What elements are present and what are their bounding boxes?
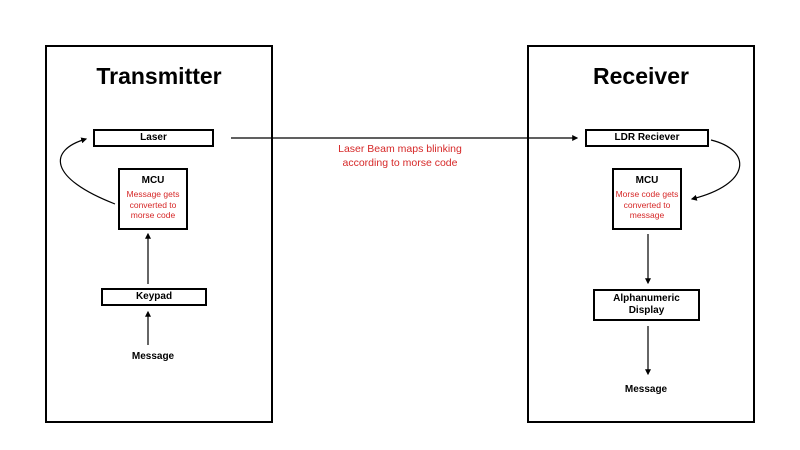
receiver-message-label: Message	[624, 384, 668, 395]
receiver-mcu-note: Morse code gets converted to message	[615, 189, 679, 221]
keypad-box: Keypad	[101, 288, 207, 306]
transmitter-mcu-title: MCU	[141, 175, 165, 186]
alphanumeric-display-label: Alphanumeric Display	[613, 293, 680, 316]
transmitter-title: Transmitter	[96, 63, 222, 89]
receiver-title: Receiver	[593, 63, 689, 89]
transmitter-mcu-box: MCU Message gets converted to morse code	[118, 168, 188, 230]
receiver-mcu-box: MCU Morse code gets converted to message	[612, 168, 682, 230]
laser-beam-label: Laser Beam maps blinking according to mo…	[338, 143, 462, 169]
alphanumeric-display-box: Alphanumeric Display	[593, 289, 700, 321]
receiver-panel	[527, 45, 755, 423]
laser-box: Laser	[93, 129, 214, 147]
transmitter-panel	[45, 45, 273, 423]
transmitter-mcu-note: Message gets converted to morse code	[126, 189, 180, 221]
ldr-receiver-box: LDR Reciever	[585, 129, 709, 147]
receiver-mcu-title: MCU	[635, 175, 659, 186]
transmitter-message-label: Message	[131, 351, 175, 362]
